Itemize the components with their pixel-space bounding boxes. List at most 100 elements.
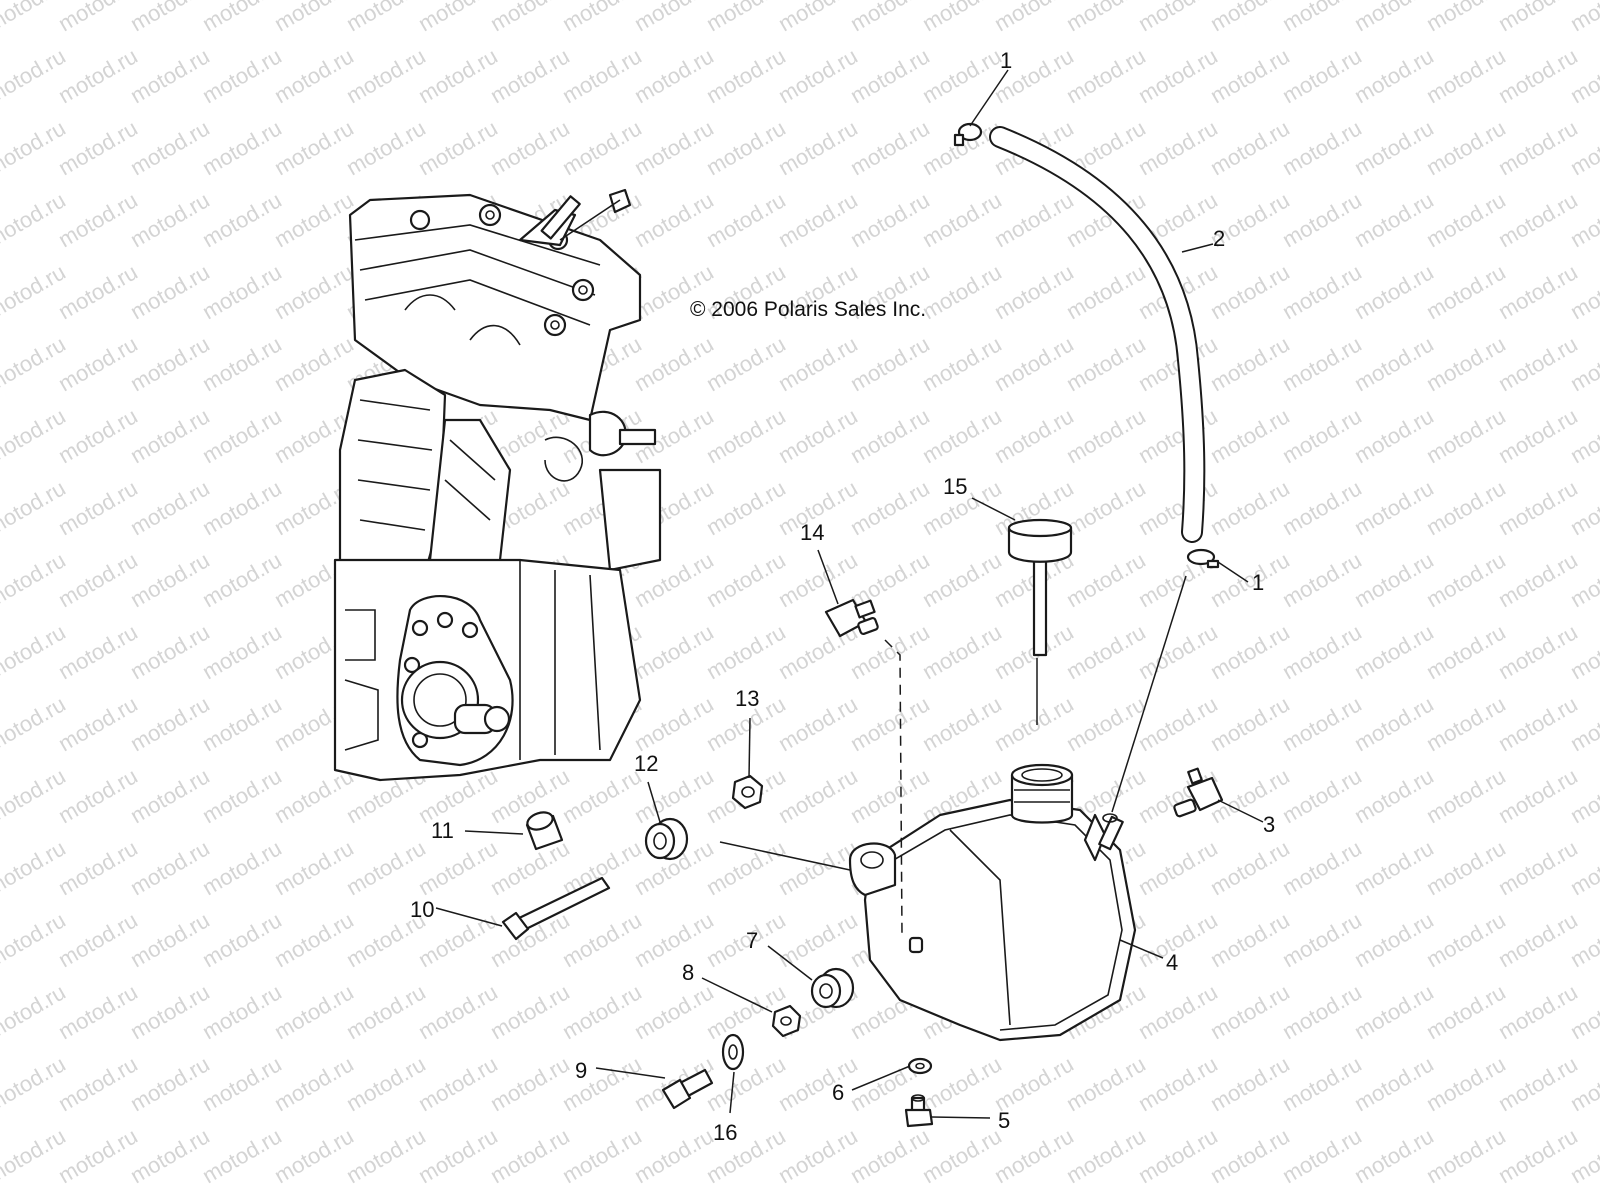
watermark-text: motod.ru — [54, 763, 142, 828]
watermark-text: motod.ru — [0, 1051, 70, 1116]
drain-plug-5 — [904, 1094, 934, 1128]
watermark-text: motod.ru — [486, 115, 574, 180]
watermark-text: motod.ru — [774, 43, 862, 108]
watermark-text: motod.ru — [54, 259, 142, 324]
watermark-text: motod.ru — [198, 763, 286, 828]
watermark-text: motod.ru — [414, 43, 502, 108]
watermark-text: motod.ru — [990, 331, 1078, 396]
watermark-text: motod.ru — [1350, 475, 1438, 540]
callout-13: 13 — [735, 686, 759, 711]
callout-16: 16 — [713, 1120, 737, 1145]
watermark-text: motod.ru — [846, 115, 934, 180]
spacer-sleeve-11 — [525, 811, 564, 851]
watermark-text: motod.ru — [1494, 115, 1582, 180]
watermark-text: motod.ru — [342, 835, 430, 900]
watermark-text: motod.ru — [1206, 619, 1294, 684]
watermark-text: motod.ru — [1494, 259, 1582, 324]
watermark-text: motod.ru — [918, 547, 1006, 612]
watermark-text: motod.ru — [198, 619, 286, 684]
watermark-text: motod.ru — [1134, 619, 1222, 684]
callout-6: 6 — [832, 1080, 844, 1105]
watermark-text: motod.ru — [1206, 115, 1294, 180]
watermark-text: motod.ru — [198, 115, 286, 180]
callout-10: 10 — [410, 897, 434, 922]
watermark-text: motod.ru — [1494, 331, 1582, 396]
watermark-text: motod.ru — [1350, 835, 1438, 900]
watermark-text: motod.ru — [126, 259, 214, 324]
watermark-text: motod.ru — [1206, 1123, 1294, 1188]
copyright-notice: © 2006 Polaris Sales Inc. — [690, 298, 926, 321]
watermark-text: motod.ru — [630, 619, 718, 684]
watermark-text: motod.ru — [1134, 115, 1222, 180]
watermark-text: motod.ru — [1422, 835, 1510, 900]
temperature-sensor-14 — [824, 598, 879, 638]
watermark-text: motod.ru — [846, 1123, 934, 1188]
watermark-text: motod.ru — [990, 259, 1078, 324]
watermark-text: motod.ru — [1350, 619, 1438, 684]
watermark-text: motod.ru — [0, 115, 70, 180]
watermark-text: motod.ru — [270, 259, 358, 324]
watermark-text: motod.ru — [1278, 547, 1366, 612]
watermark-text: motod.ru — [1422, 115, 1510, 180]
oil-reservoir-tank — [848, 763, 1137, 1042]
watermark-text: motod.ru — [0, 187, 70, 252]
watermark-text: motod.ru — [846, 43, 934, 108]
watermark-text: motod.ru — [630, 331, 718, 396]
hose-clamp-top — [953, 122, 983, 147]
watermark-text: motod.ru — [0, 43, 70, 108]
watermark-text: motod.ru — [1494, 475, 1582, 540]
watermark-text: motod.ru — [558, 979, 646, 1044]
watermark-text: motod.ru — [918, 403, 1006, 468]
callout-12: 12 — [634, 751, 658, 776]
pressure-sensor-3 — [1173, 767, 1224, 818]
watermark-text: motod.ru — [486, 1123, 574, 1188]
watermark-text: motod.ru — [1062, 259, 1150, 324]
watermark-text: motod.ru — [0, 403, 70, 468]
watermark-text: motod.ru — [1350, 259, 1438, 324]
watermark-text: motod.ru — [1062, 331, 1150, 396]
engine-assembly — [333, 188, 662, 782]
watermark-text: motod.ru — [918, 1123, 1006, 1188]
watermark-text: motod.ru — [414, 835, 502, 900]
watermark-text: motod.ru — [198, 1195, 286, 1200]
watermark-text: motod.ru — [1422, 691, 1510, 756]
callout-8: 8 — [682, 960, 694, 985]
watermark-text: motod.ru — [126, 1195, 214, 1200]
bolt-9 — [661, 1068, 714, 1110]
watermark-text: motod.ru — [54, 475, 142, 540]
watermark-text: motod.ru — [1494, 403, 1582, 468]
watermark-text: motod.ru — [1494, 1195, 1582, 1200]
watermark-text: motod.ru — [630, 115, 718, 180]
watermark-text: motod.ru — [1422, 43, 1510, 108]
watermark-text: motod.ru — [1062, 1051, 1150, 1116]
watermark-text: motod.ru — [54, 403, 142, 468]
watermark-text: motod.ru — [198, 835, 286, 900]
watermark-text: motod.ru — [1422, 1051, 1510, 1116]
watermark-text: motod.ru — [1278, 691, 1366, 756]
watermark-text: motod.ru — [1278, 619, 1366, 684]
watermark-text: motod.ru — [1422, 259, 1510, 324]
watermark-text: motod.ru — [1278, 331, 1366, 396]
watermark-text: motod.ru — [414, 1195, 502, 1200]
watermark-text: motod.ru — [126, 763, 214, 828]
watermark-text: motod.ru — [558, 1195, 646, 1200]
nut-8 — [771, 1004, 802, 1038]
watermark-text: motod.ru — [1134, 979, 1222, 1044]
watermark-text: motod.ru — [1494, 691, 1582, 756]
watermark-text: motod.ru — [558, 43, 646, 108]
watermark-text: motod.ru — [198, 979, 286, 1044]
watermark-text: motod.ru — [0, 331, 70, 396]
callout-2: 2 — [1213, 226, 1225, 251]
grommet-7 — [810, 967, 855, 1009]
watermark-text: motod.ru — [1134, 1195, 1222, 1200]
watermark-text: motod.ru — [702, 1051, 790, 1116]
watermark-text: motod.ru — [846, 763, 934, 828]
watermark-text: motod.ru — [126, 115, 214, 180]
watermark-text: motod.ru — [270, 1195, 358, 1200]
watermark-text: motod.ru — [414, 1123, 502, 1188]
sealing-washer-6 — [907, 1057, 933, 1075]
watermark-text: motod.ru — [630, 187, 718, 252]
watermark-text: motod.ru — [486, 43, 574, 108]
watermark-text: motod.ru — [1062, 619, 1150, 684]
